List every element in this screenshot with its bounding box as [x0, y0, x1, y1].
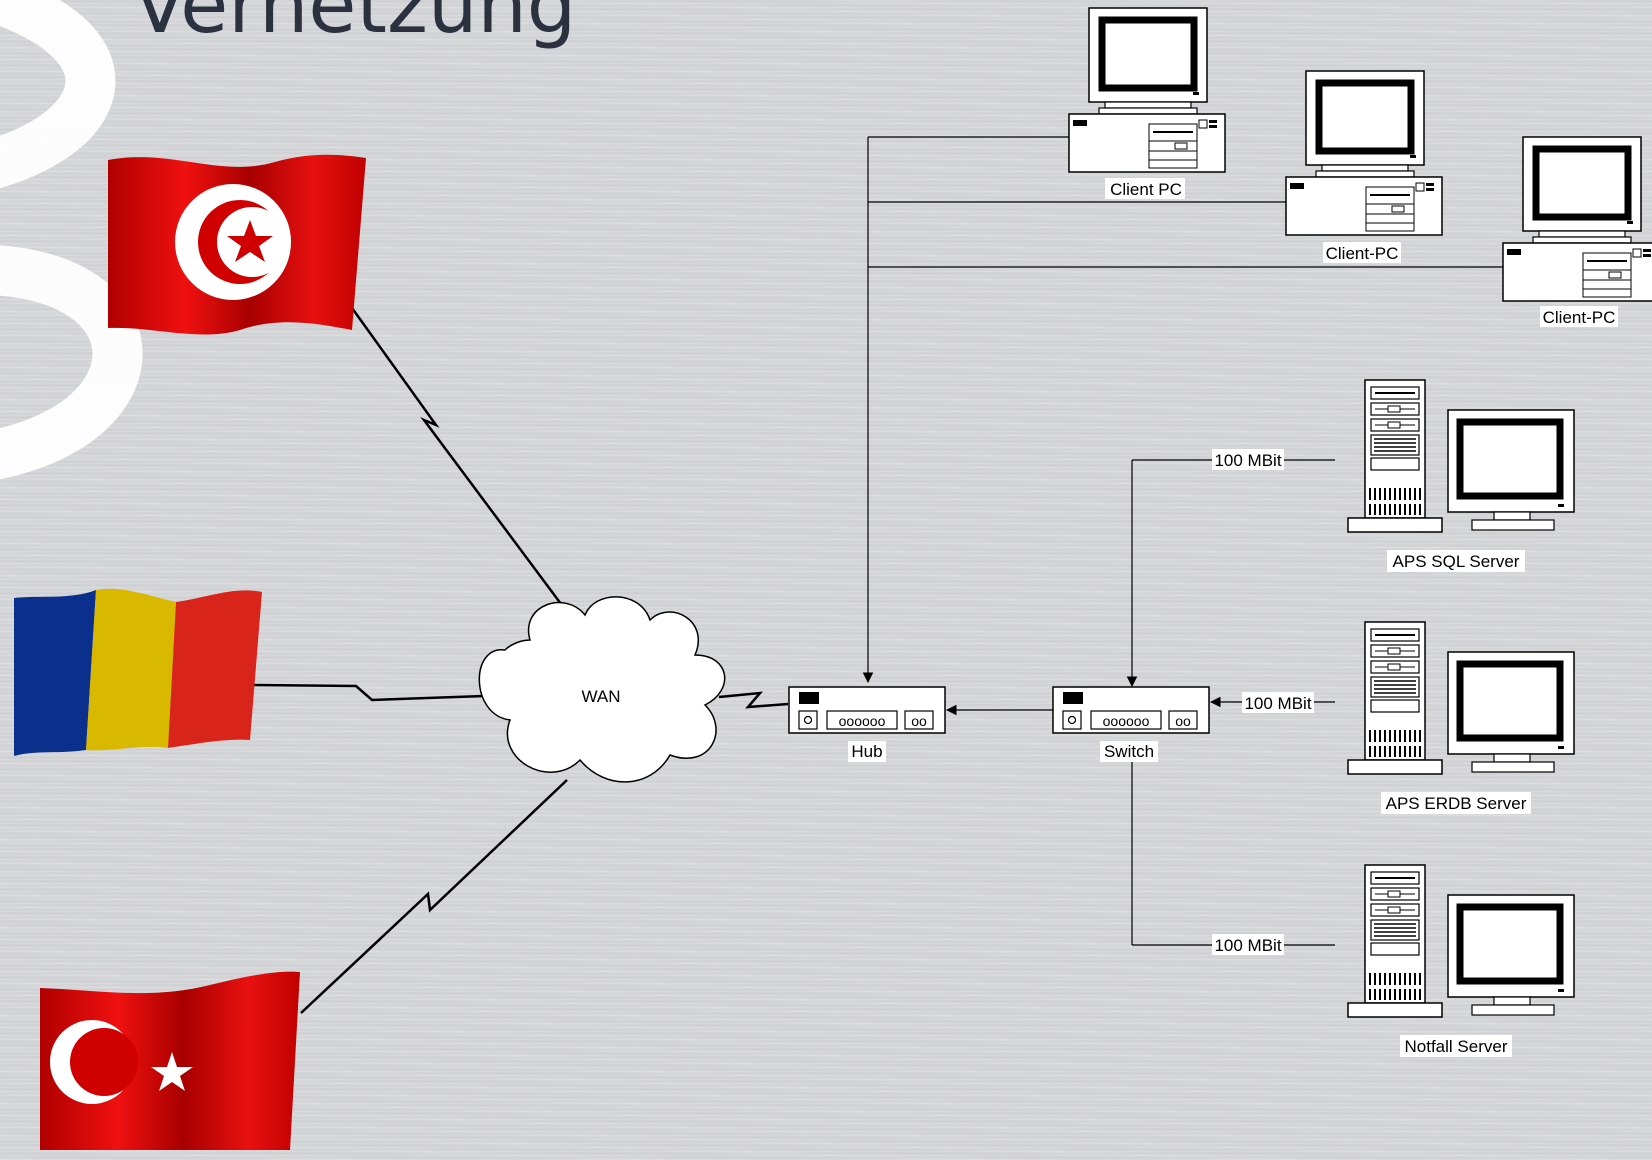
- client-pc-3-label: Client-PC: [1543, 308, 1616, 327]
- server-sql-label: APS SQL Server: [1393, 552, 1520, 571]
- client-pc-1: Client PC: [1069, 8, 1225, 199]
- wan-link-tunisia: [350, 307, 569, 613]
- wan-link-turkey: [300, 779, 568, 1014]
- client-connections: [862, 136, 1503, 684]
- background-decoration: [0, 0, 143, 480]
- switch-label: Switch: [1104, 742, 1154, 761]
- switch-device: oooooo oo: [1052, 686, 1210, 734]
- server-erdb-link-label: 100 MBit: [1244, 694, 1311, 713]
- turkey-flag-icon: [40, 971, 300, 1150]
- hub-label: Hub: [851, 742, 882, 761]
- client-pc-3: Client-PC: [1503, 137, 1652, 327]
- server-erdb-label: APS ERDB Server: [1386, 794, 1527, 813]
- switch-ports-label: oooooo: [1103, 713, 1150, 729]
- server-notfall-link-label: 100 MBit: [1214, 936, 1281, 955]
- server-notfall-label: Notfall Server: [1405, 1037, 1508, 1056]
- wan-label: WAN: [581, 687, 620, 706]
- wan-cloud: WAN: [478, 596, 726, 783]
- hub-device: oooooo oo: [788, 686, 946, 734]
- server-erdb: 100 MBit APS ERDB Server: [1242, 622, 1574, 814]
- wan-link-romania: [253, 683, 485, 702]
- hub-ports-small-label: oo: [911, 713, 927, 729]
- page-title: Vernetzung: [133, 0, 576, 51]
- client-pc-2-label: Client-PC: [1326, 244, 1399, 263]
- client-pc-1-label: Client PC: [1110, 180, 1182, 199]
- tunisia-flag-icon: [108, 154, 366, 335]
- wan-links: [253, 307, 789, 1014]
- server-sql: 100 MBit APS SQL Server: [1212, 380, 1574, 572]
- client-pc-2: Client-PC: [1286, 71, 1442, 263]
- switch-ports-small-label: oo: [1175, 713, 1191, 729]
- server-sql-link-label: 100 MBit: [1214, 451, 1281, 470]
- server-notfall: 100 MBit Notfall Server: [1212, 865, 1574, 1057]
- wan-link-hub: [718, 691, 789, 709]
- hub-ports-label: oooooo: [839, 713, 886, 729]
- romania-flag-icon: [14, 588, 262, 756]
